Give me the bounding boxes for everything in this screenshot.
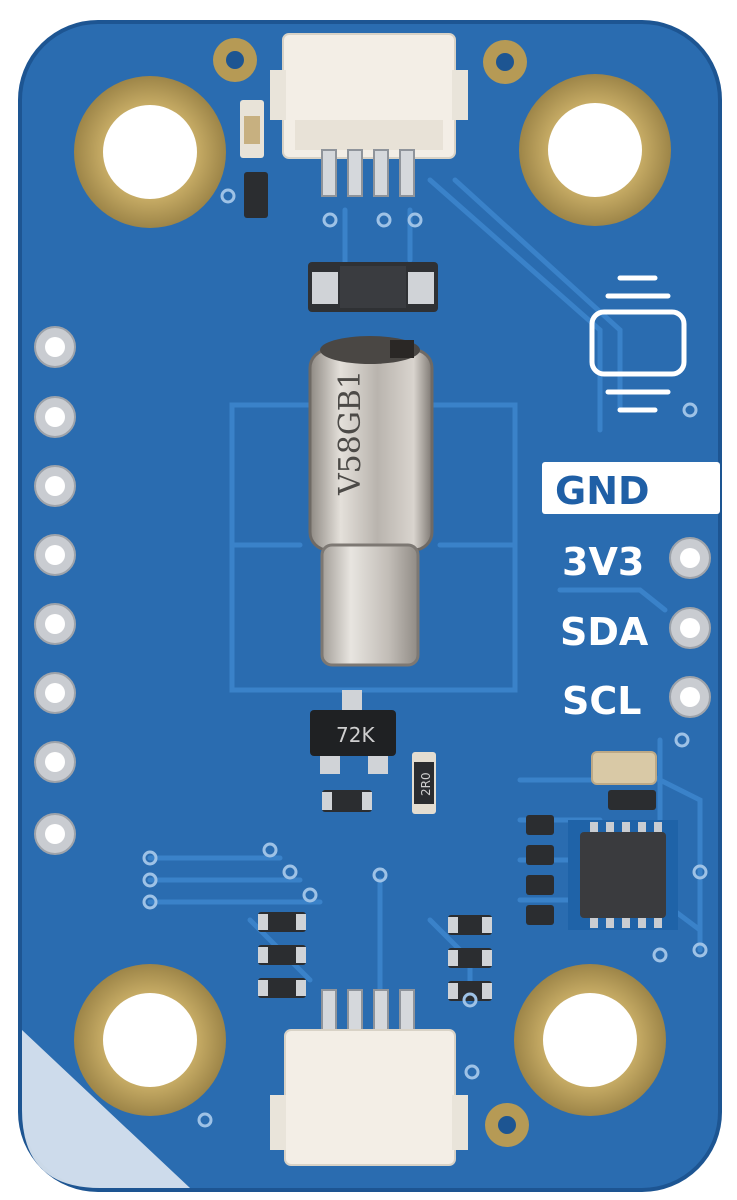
smd-resistor: 2R0: [412, 752, 436, 814]
top-jst-connector: [270, 33, 468, 197]
passive-components: [244, 172, 657, 1001]
smd-led: [240, 100, 264, 158]
left-header-pins: [34, 326, 76, 855]
gnd-label-box: [542, 462, 720, 514]
vibration-motor: V58GB1: [308, 336, 434, 667]
bottom-jst-connector: [270, 989, 468, 1166]
mounting-hole-bottom-left: [74, 964, 226, 1116]
mounting-hole-bottom-right: [514, 964, 666, 1116]
sensor-ic-chip: [568, 820, 678, 930]
smd-transistor: 72K: [310, 690, 396, 774]
smd-diode: [308, 262, 438, 312]
pin-label-3v3: 3V3: [562, 540, 644, 584]
pin-label-gnd: GND: [555, 469, 650, 513]
mounting-hole-top-left: [74, 76, 226, 228]
pin-label-sda: SDA: [560, 610, 649, 654]
resistor-marking: 2R0: [419, 772, 433, 796]
vibration-icon: [589, 275, 687, 413]
mounting-hole-top-right: [519, 74, 671, 226]
motor-marking: V58GB1: [333, 370, 368, 496]
scattered-vias: [142, 188, 708, 1128]
pcb-board-edge: [18, 20, 722, 1192]
board-glare: [22, 1030, 190, 1188]
transistor-marking: 72K: [336, 723, 375, 747]
pin-label-scl: SCL: [562, 679, 641, 723]
